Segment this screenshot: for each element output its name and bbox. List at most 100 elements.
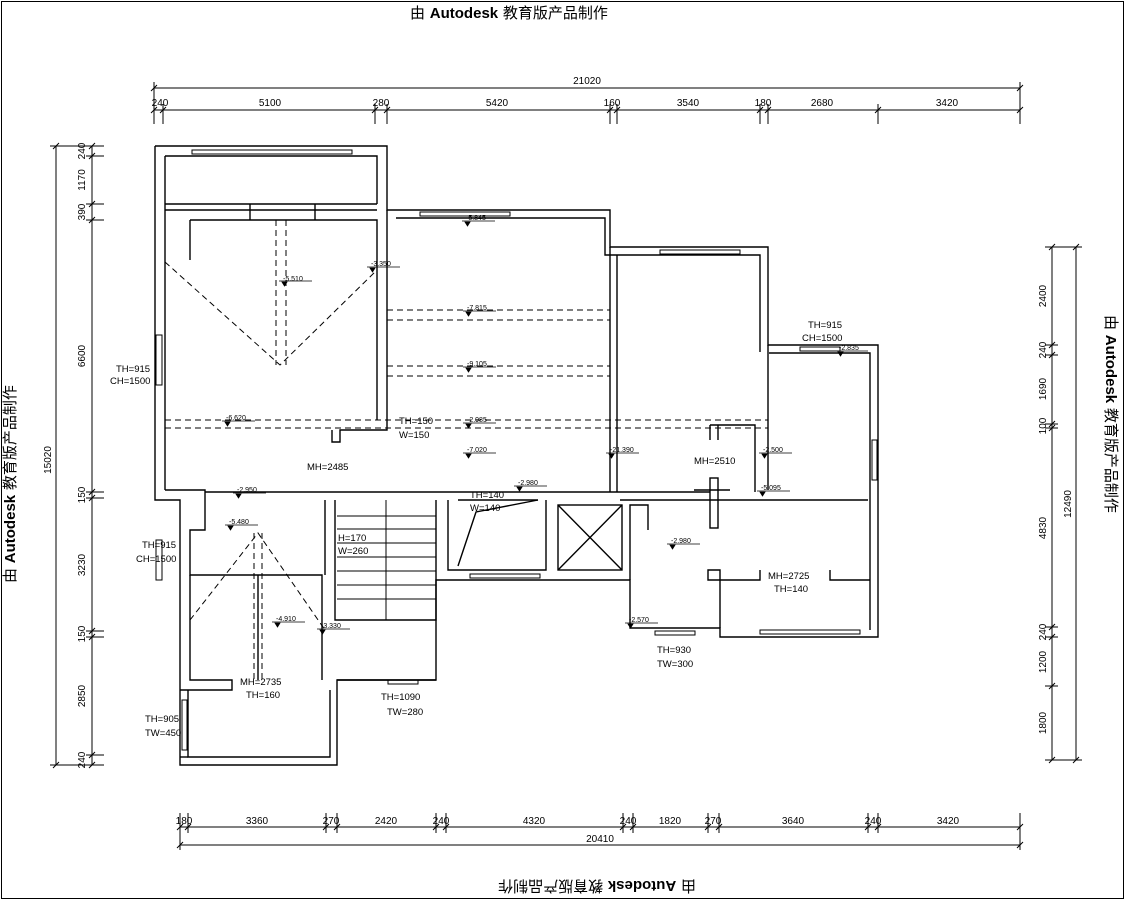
dim-left: 240 — [77, 751, 88, 768]
dim-left: 240 — [77, 142, 88, 159]
dim-left: 2850 — [77, 684, 88, 707]
dim-top-total: 21020 — [573, 76, 601, 87]
dimension-lines — [50, 82, 1082, 850]
watermark-top: 由 Autodesk 教育版产品制作 — [410, 4, 608, 22]
annotation: W=140 — [470, 503, 500, 514]
dim-top: 160 — [604, 98, 621, 109]
dim-right: 1200 — [1038, 650, 1049, 673]
level-marker-icon — [465, 453, 472, 459]
level-values: -5.845 -5.510 -3.350 -7.815 -9.105 -6.62… — [226, 215, 859, 630]
dim-bottom: 4320 — [523, 816, 546, 827]
level-marker-icon — [464, 221, 471, 227]
level-text: -3.330 — [321, 623, 341, 630]
annotation: W=260 — [338, 546, 368, 557]
level-text: -2.950 — [237, 487, 257, 494]
dimension-text: 21020 240 5100 280 5420 160 3540 180 268… — [43, 76, 1074, 845]
annotation: TH=905 — [145, 714, 179, 725]
dim-bottom: 3420 — [937, 816, 960, 827]
level-marker-icon — [669, 544, 676, 550]
annotation: MH=2735 — [240, 677, 281, 688]
dim-bottom: 180 — [176, 816, 193, 827]
level-text: -7.815 — [467, 305, 487, 312]
dim-right: 240 — [1038, 341, 1049, 358]
annotation: TH=915 — [142, 540, 176, 551]
dim-right: 1690 — [1038, 377, 1049, 400]
level-marker-icon — [224, 421, 231, 427]
dim-right: 240 — [1038, 623, 1049, 640]
dim-bottom: 240 — [865, 816, 882, 827]
level-marker-icon — [235, 493, 242, 499]
annotations: TH=915 CH=1500 TH=915 CH=1500 TH=915 CH=… — [110, 320, 842, 739]
level-marker-icon — [759, 491, 766, 497]
dim-top: 3540 — [677, 98, 700, 109]
level-marker-icon — [227, 525, 234, 531]
level-marker-icon — [608, 453, 615, 459]
windows — [155, 149, 878, 751]
dim-left-total: 15020 — [43, 446, 54, 474]
level-marker-icon — [837, 351, 844, 357]
annotation: W=150 — [399, 430, 429, 441]
level-marker-icon — [274, 622, 281, 628]
annotation: TH=915 — [116, 364, 150, 375]
level-text: -6.620 — [226, 415, 246, 422]
dim-right: 100 — [1038, 417, 1049, 434]
dim-bottom: 270 — [705, 816, 722, 827]
dim-left: 6600 — [77, 344, 88, 367]
level-marker-icon — [516, 486, 523, 492]
dim-bottom: 3640 — [782, 816, 805, 827]
dim-left: 150 — [77, 625, 88, 642]
level-markers — [222, 220, 868, 635]
annotation: MH=2485 — [307, 462, 348, 473]
dim-bottom: 3360 — [246, 816, 269, 827]
level-text: -21.390 — [610, 447, 634, 454]
dim-right: 2400 — [1038, 284, 1049, 307]
level-text: -5.095 — [761, 485, 781, 492]
level-marker-icon — [465, 367, 472, 373]
level-marker-icon — [465, 423, 472, 429]
level-text: -2.980 — [671, 538, 691, 545]
annotation: H=170 — [338, 533, 366, 544]
level-marker-icon — [319, 629, 326, 635]
dim-left: 390 — [77, 203, 88, 220]
annotation: CH=1500 — [136, 554, 176, 565]
annotation: CH=1500 — [110, 376, 150, 387]
dim-bottom: 240 — [433, 816, 450, 827]
dimension-ticks — [52, 84, 1080, 849]
dim-left: 1170 — [77, 169, 88, 191]
level-text: -2.980 — [518, 480, 538, 487]
dim-top: 240 — [152, 98, 169, 109]
level-text: -7.020 — [467, 447, 487, 454]
dim-top: 280 — [373, 98, 390, 109]
dim-bottom: 270 — [323, 816, 340, 827]
dim-bottom: 1820 — [659, 816, 682, 827]
level-text: -2.570 — [629, 617, 649, 624]
level-text: -3.350 — [371, 261, 391, 268]
annotation: TH=915 — [808, 320, 842, 331]
dim-top: 2680 — [811, 98, 834, 109]
dim-top: 3420 — [936, 98, 959, 109]
annotation: MH=2725 — [768, 571, 809, 582]
level-marker-icon — [465, 311, 472, 317]
level-text: -5.845 — [466, 215, 486, 222]
annotation: TH=140 — [470, 490, 504, 501]
dim-top: 5420 — [486, 98, 509, 109]
level-text: -2.500 — [763, 447, 783, 454]
annotation: TH=930 — [657, 645, 691, 656]
dim-top: 180 — [755, 98, 772, 109]
level-text: -2.985 — [467, 417, 487, 424]
annotation: TW=300 — [657, 659, 693, 670]
dim-right-total: 12490 — [1063, 490, 1074, 518]
annotation: TH=1090 — [381, 692, 420, 703]
dim-bottom: 2420 — [375, 816, 398, 827]
level-text: -5.480 — [229, 519, 249, 526]
level-text: -9.105 — [467, 361, 487, 368]
ceiling-lines — [164, 220, 768, 680]
dim-bottom-total: 20410 — [586, 834, 614, 845]
dim-top: 5100 — [259, 98, 282, 109]
annotation: CH=1500 — [802, 333, 842, 344]
level-marker-icon — [627, 623, 634, 629]
level-marker-icon — [369, 267, 376, 273]
annotation: TH=150 — [399, 416, 433, 427]
level-marker-icon — [281, 281, 288, 287]
